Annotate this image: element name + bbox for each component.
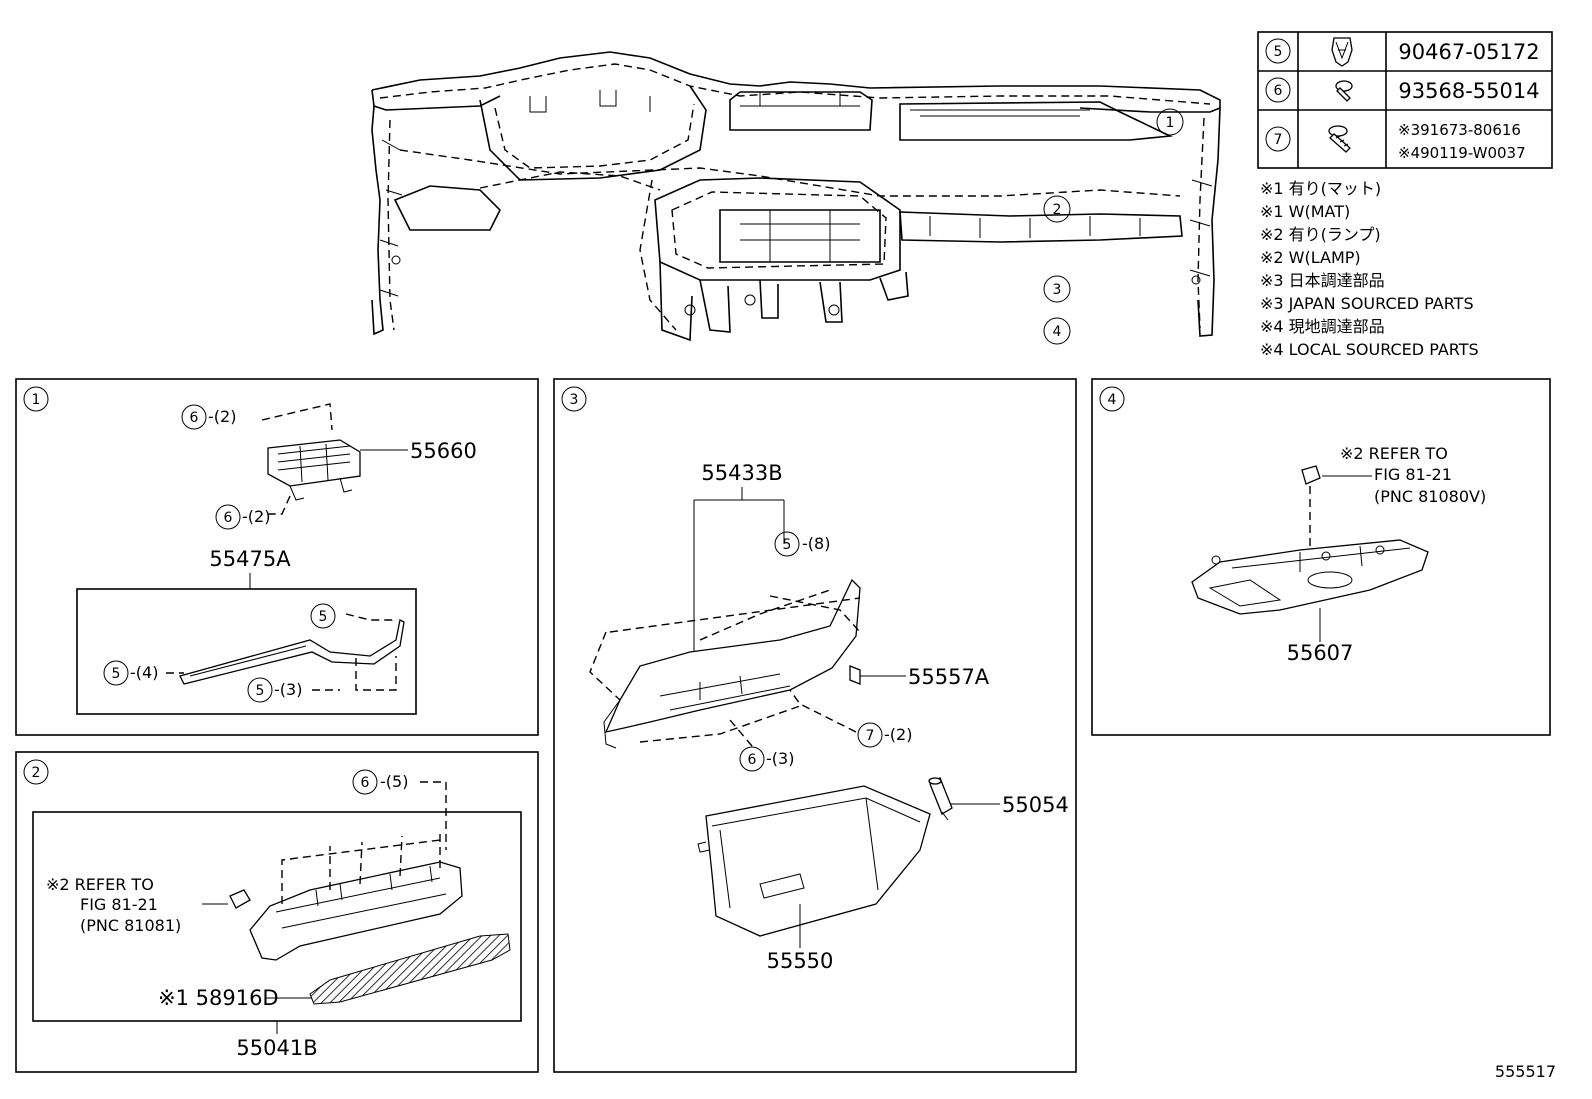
overview-callout-1: 1 — [1156, 108, 1184, 136]
part-number-55607: 55607 — [1287, 641, 1354, 665]
note-text: ※4 LOCAL SOURCED PARTS — [1260, 340, 1479, 359]
panel-id-circle — [23, 759, 49, 785]
part-number-55550: 55550 — [767, 949, 834, 973]
panel-id: 2 — [32, 765, 41, 781]
callout-circle — [1265, 38, 1291, 64]
part-number-55475a: 55475A — [209, 547, 291, 571]
lamp-icon — [1301, 465, 1321, 485]
mat-58916d — [309, 933, 511, 1005]
panel-1: 1 55660 6 -(2) 6 -(2) 55475A 5 5 -(4) — [15, 378, 539, 736]
svg-text:2: 2 — [1053, 202, 1062, 218]
fastener-table: 5 90467-05172 6 93568-55014 7 — [1257, 31, 1553, 169]
fastener-row-7: 7 ※391673-80616 ※490119-W0037 — [1265, 121, 1526, 162]
notes-list: ※1 有り(マット) ※1 W(MAT) ※2 有り(ランプ) ※2 W(LAM… — [1260, 179, 1479, 359]
callout-circle — [1265, 126, 1291, 152]
part-number-55557a: 55557A — [908, 665, 990, 689]
callout-5: 5 — [319, 609, 328, 625]
refer-note: FIG 81-21 — [80, 895, 158, 914]
panel-id: 3 — [570, 392, 579, 408]
fastener-ref: 5 — [1274, 44, 1283, 60]
callout-qty: -(8) — [802, 534, 830, 553]
fastener-ref: 6 — [1274, 83, 1283, 99]
svg-text:3: 3 — [1053, 282, 1062, 298]
lower-instrument-panel — [249, 861, 463, 961]
fastener-part-number: ※391673-80616 — [1398, 121, 1521, 139]
overview-callout-3: 3 — [1043, 275, 1071, 303]
callout-qty: -(2) — [208, 407, 236, 426]
part-number-55433b: 55433B — [701, 461, 782, 485]
clip-icon — [1331, 37, 1353, 67]
callout-qty: -(2) — [884, 725, 912, 744]
part-number-55054: 55054 — [1002, 793, 1069, 817]
fastener-part-number: 90467-05172 — [1398, 40, 1539, 64]
refer-note: ※2 REFER TO — [46, 875, 154, 894]
svg-text:1: 1 — [1166, 115, 1175, 131]
callout-6: 6 — [748, 752, 757, 768]
callout-5: 5 — [256, 683, 265, 699]
panel-id-circle — [23, 386, 49, 412]
glovebox-upper-panel — [1191, 539, 1429, 615]
bolt-icon — [1328, 125, 1351, 153]
trim-strip — [179, 619, 405, 685]
panel-4: 4 ※2 REFER TO FIG 81-21 (PNC 81080V) 556… — [1091, 378, 1551, 736]
fastener-part-number: ※490119-W0037 — [1398, 144, 1526, 162]
note-text: ※1 有り(マット) — [1260, 179, 1381, 198]
fastener-part-number: 93568-55014 — [1398, 79, 1539, 103]
callout-6: 6 — [190, 410, 199, 426]
screw-icon — [1335, 80, 1353, 102]
dashboard-overview-drawing: 1 2 3 4 — [371, 51, 1221, 345]
fastener-row-5: 5 90467-05172 — [1265, 37, 1540, 67]
callout-7: 7 — [866, 728, 875, 744]
note-text: ※2 W(LAMP) — [1260, 248, 1361, 267]
callout-qty: -(2) — [242, 507, 270, 526]
panel-2: 2 6 -(5) ※2 REFER TO FIG 81-21 (PNC 8108… — [15, 751, 539, 1073]
overview-callout-2: 2 — [1043, 195, 1071, 223]
refer-note: ※2 REFER TO — [1340, 444, 1448, 463]
panel-id-circle — [561, 386, 587, 412]
callout-6: 6 — [224, 510, 233, 526]
fastener-ref: 7 — [1274, 132, 1283, 148]
panel-id-circle — [1099, 386, 1125, 412]
figure-id: 555517 — [1495, 1062, 1556, 1081]
part-number-55660: 55660 — [410, 439, 477, 463]
note-text: ※4 現地調達部品 — [1260, 317, 1385, 336]
panel-id: 4 — [1108, 392, 1117, 408]
panel-3: 3 55433B 5 -(8) 55557A 7 -(2) 6 -(3) — [553, 378, 1077, 1073]
callout-qty: -(3) — [274, 680, 302, 699]
part-number-58916d: ※1 58916D — [158, 986, 279, 1010]
callout-6: 6 — [361, 775, 370, 791]
damper — [928, 777, 953, 821]
refer-note: (PNC 81081) — [80, 916, 181, 935]
refer-note: FIG 81-21 — [1374, 465, 1452, 484]
note-text: ※2 有り(ランプ) — [1260, 225, 1381, 244]
air-vent-register — [267, 439, 361, 501]
callout-qty: -(3) — [766, 749, 794, 768]
callout-5: 5 — [112, 666, 121, 682]
note-text: ※3 日本調達部品 — [1260, 271, 1385, 290]
callout-qty: -(5) — [380, 772, 408, 791]
callout-5: 5 — [783, 537, 792, 553]
overview-callout-4: 4 — [1043, 317, 1071, 345]
fastener-row-6: 6 93568-55014 — [1265, 77, 1540, 103]
callout-qty: -(4) — [130, 663, 158, 682]
refer-note: (PNC 81080V) — [1374, 487, 1486, 506]
lamp-icon — [229, 889, 251, 909]
glovebox-door-frame — [603, 578, 861, 749]
glovebox — [697, 785, 931, 937]
note-text: ※3 JAPAN SOURCED PARTS — [1260, 294, 1474, 313]
clip-icon — [849, 665, 861, 685]
note-text: ※1 W(MAT) — [1260, 202, 1350, 221]
part-number-55041b: 55041B — [236, 1036, 317, 1060]
panel-id: 1 — [32, 392, 41, 408]
callout-circle — [1265, 77, 1291, 103]
svg-text:4: 4 — [1053, 324, 1062, 340]
